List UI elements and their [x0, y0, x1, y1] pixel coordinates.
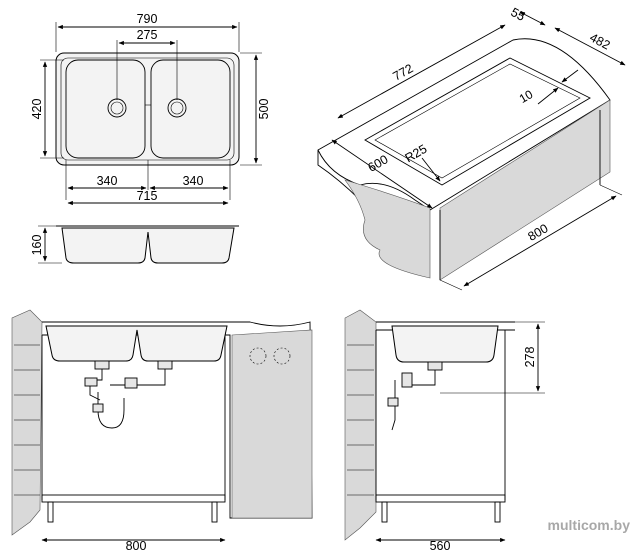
- sink-outline-top: [55, 52, 240, 166]
- front-installation-view: 800: [11, 309, 313, 550]
- sink-section: [391, 325, 499, 363]
- dim-left-bowl-width: 340: [97, 174, 118, 188]
- dim-overall-width: 790: [137, 12, 158, 26]
- dim-bowl-center: 275: [137, 28, 158, 42]
- dim-cabinet-depth: 600: [365, 152, 390, 175]
- dim-front-cabinet-width: 800: [126, 539, 147, 550]
- dim-iso-depth: 482: [587, 30, 612, 52]
- dim-base-width: 715: [137, 189, 158, 203]
- wall-left: [11, 309, 43, 536]
- side-section-view: 278 560: [344, 309, 545, 550]
- watermark: multicom.by: [548, 517, 631, 533]
- dim-rim: 10: [517, 87, 536, 106]
- section-siphon: [387, 361, 443, 431]
- leg-right: [211, 501, 218, 523]
- side-panel: [231, 329, 313, 519]
- wall-right-view: [344, 309, 377, 541]
- top-view: 790 275 420 500 340 340 715: [30, 12, 271, 206]
- dim-section-cabinet-depth: 560: [430, 539, 451, 550]
- isometric-view: 55 482 772 10 R25 600 800: [317, 5, 626, 291]
- sink-rim-top: [60, 57, 235, 161]
- dim-overall-depth: 500: [257, 99, 271, 120]
- left-bowl-top: [65, 59, 146, 159]
- dim-cabinet-width: 800: [525, 221, 550, 244]
- dim-iso-length: 772: [391, 61, 416, 83]
- dim-section-height: 278: [523, 347, 537, 368]
- dim-edge-margin: 55: [508, 5, 527, 24]
- dim-depth-420: 420: [30, 99, 44, 120]
- cabinet-front: [439, 99, 611, 281]
- cabinet-base: [41, 494, 226, 503]
- sink-profile: [61, 227, 235, 264]
- leg-left: [47, 501, 54, 523]
- dim-bowl-height: 160: [30, 235, 44, 256]
- siphon-plumbing: [84, 360, 173, 429]
- dim-right-bowl-width: 340: [183, 174, 204, 188]
- right-bowl-top: [150, 59, 231, 159]
- cabinet-left-side: [344, 179, 431, 279]
- sink-front: [45, 325, 228, 362]
- side-profile-view: 160: [30, 225, 239, 264]
